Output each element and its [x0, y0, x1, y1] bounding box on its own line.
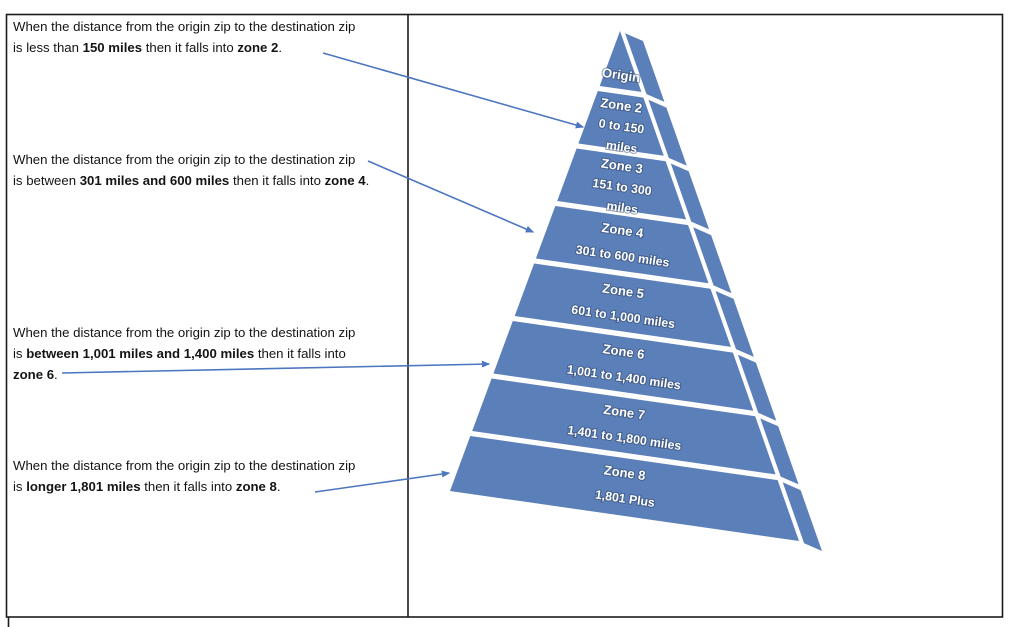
note-text-bold: between 1,001 miles and 1,400 miles: [26, 346, 255, 361]
pyramid-level-side-zone-3: [670, 163, 710, 230]
note-zone-6: When the distance from the origin zip to…: [13, 322, 407, 385]
arrow-to-zone-4: [367, 160, 535, 233]
note-line: is between 301 miles and 600 miles then …: [13, 170, 407, 191]
note-text: .: [54, 367, 58, 382]
pyramid-level-zone-7: [472, 378, 776, 475]
pyramid-level-zone-6: [493, 321, 754, 411]
pyramid-level-side-zone-4: [693, 227, 732, 294]
note-text-bold: zone 6: [13, 367, 55, 382]
note-text-bold: zone 8: [235, 479, 277, 494]
note-line: is less than 150 miles then it falls int…: [13, 37, 407, 58]
note-text: .: [365, 173, 370, 188]
pyramid-label-zone-6: Zone 6: [602, 341, 646, 362]
note-text-bold: 150 miles: [82, 40, 143, 55]
note-line: When the distance from the origin zip to…: [13, 16, 407, 37]
note-text: then it falls into: [254, 346, 346, 361]
pyramid-label-zone-5: Zone 5: [601, 280, 645, 301]
note-text: is between: [13, 173, 80, 188]
arrow-to-zone-8: [314, 470, 451, 493]
note-text-bold: zone 2: [237, 40, 279, 55]
pyramid-level-zone-2: [578, 91, 664, 156]
note-text: When the distance from the origin zip to…: [13, 19, 356, 34]
note-text: is: [13, 479, 27, 494]
note-line: zone 6.: [13, 364, 407, 385]
pyramid-level-zone-3: [557, 148, 687, 220]
pyramid-label-zone-3: Zone 3: [600, 156, 644, 177]
note-line: is longer 1,801 miles then it falls into…: [13, 476, 407, 497]
pyramid-level-side-zone-7: [760, 418, 799, 485]
pyramid-range-zone-3: miles: [606, 199, 639, 217]
note-text: then it falls into: [142, 40, 238, 55]
pyramid-level-zone-5: [514, 263, 731, 347]
note-text-bold: zone 4: [324, 173, 366, 188]
note-text-bold: 301 miles and 600 miles: [79, 173, 230, 188]
pyramid-level-origin: [599, 31, 642, 92]
pyramid-level-side-zone-5: [715, 291, 754, 357]
arrow-to-zone-6: [61, 360, 491, 374]
note-line: is between 1,001 miles and 1,400 miles t…: [13, 343, 407, 364]
pyramid-label-zone-8: Zone 8: [603, 462, 647, 483]
note-line: When the distance from the origin zip to…: [13, 149, 407, 170]
pyramid-level-side-zone-2: [648, 99, 687, 166]
callout-arrows: [61, 52, 585, 493]
note-zone-8: When the distance from the origin zip to…: [13, 455, 407, 497]
note-text: is: [13, 346, 27, 361]
note-text: .: [278, 40, 283, 55]
note-text: When the distance from the origin zip to…: [13, 152, 356, 167]
pyramid-label-zone-4: Zone 4: [601, 220, 645, 241]
pyramid-range-zone-2: miles: [605, 138, 638, 156]
note-text: then it falls into: [229, 173, 325, 188]
note-text: is less than: [13, 40, 83, 55]
pyramid-level-zone-4: [535, 206, 709, 284]
note-zone-4: When the distance from the origin zip to…: [13, 149, 407, 191]
note-zone-2: When the distance from the origin zip to…: [13, 16, 407, 58]
note-text: .: [276, 479, 281, 494]
note-line: When the distance from the origin zip to…: [13, 322, 407, 343]
pyramid-label-zone-7: Zone 7: [602, 402, 646, 423]
note-text: When the distance from the origin zip to…: [13, 325, 356, 340]
note-text-bold: longer 1,801 miles: [26, 479, 141, 494]
pyramid-level-side-origin: [625, 33, 665, 102]
arrow-to-zone-2: [322, 52, 585, 129]
table-outline: [5, 13, 1004, 618]
note-text: When the distance from the origin zip to…: [13, 458, 356, 473]
note-line: When the distance from the origin zip to…: [13, 455, 407, 476]
pyramid-level-side-zone-8: [782, 482, 822, 551]
pyramid-level-side-zone-6: [737, 354, 777, 421]
pyramid-label-zone-2: Zone 2: [600, 95, 644, 116]
pyramid-level-zone-8: [450, 436, 799, 541]
note-text: then it falls into: [140, 479, 236, 494]
pyramid-label-origin: Origin: [601, 65, 641, 85]
